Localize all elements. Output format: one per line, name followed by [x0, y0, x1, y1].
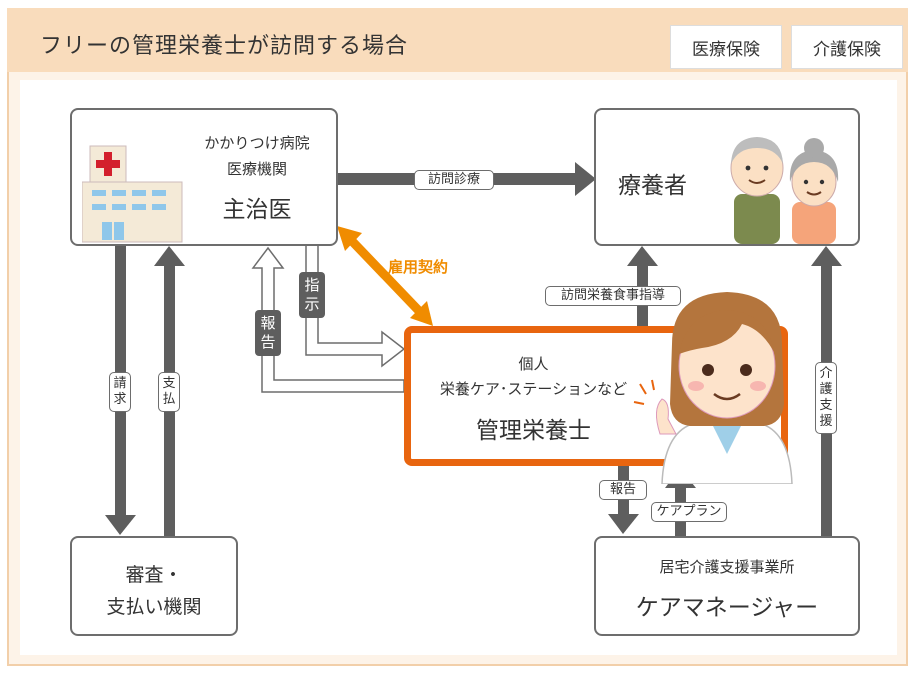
hospital-icon: [82, 145, 183, 243]
review-label-1: 審査・: [125, 564, 183, 586]
header-bar: フリーの管理栄養士が訪問する場合 医療保険 介護保険: [7, 8, 908, 72]
node-review-payment: 審査・ 支払い機関: [70, 536, 238, 636]
node-care-manager: 居宅介護支援事業所 ケアマネージャー: [594, 536, 860, 636]
node-hospital: かかりつけ病院 医療機関 主治医: [70, 108, 338, 246]
label-care-support: 介護支援: [815, 362, 837, 434]
label-employment: 雇用契約: [388, 258, 449, 276]
review-label-2: 支払い機関: [106, 596, 202, 618]
label-payment: 支払: [158, 372, 180, 412]
caremanager-main-label: ケアマネージャー: [635, 595, 819, 621]
label-nutrition-guidance: 訪問栄養食事指導: [545, 286, 681, 306]
hospital-label-1: かかりつけ病院: [204, 134, 310, 152]
label-home-visit: 訪問診療: [414, 170, 494, 190]
badge-medical-insurance: 医療保険: [670, 25, 782, 69]
badge-care-insurance: 介護保険: [791, 25, 903, 69]
dietitian-label-1: 個人: [518, 355, 549, 373]
label-report-cm: 報告: [599, 480, 647, 500]
arrow-employment: [337, 226, 433, 326]
label-claim: 請求: [109, 372, 131, 412]
elderly-couple-icon: [730, 137, 839, 244]
dietitian-main-label: 管理栄養士: [476, 418, 591, 444]
label-care-plan: ケアプラン: [651, 502, 727, 522]
hospital-label-2: 医療機関: [226, 160, 287, 178]
dietitian-label-2: 栄養ケア･ステーションなど: [439, 380, 628, 398]
diagram-title: フリーの管理栄養士が訪問する場合: [40, 34, 409, 59]
caremanager-label-1: 居宅介護支援事業所: [659, 558, 795, 576]
label-report-doctor: 報告: [255, 310, 281, 356]
dietitian-illustration-icon: [633, 292, 793, 484]
node-patient: 療養者: [594, 108, 860, 246]
hospital-main-label: 主治医: [222, 197, 292, 223]
label-instruction: 指示: [299, 272, 325, 318]
patient-main-label: 療養者: [618, 173, 687, 199]
